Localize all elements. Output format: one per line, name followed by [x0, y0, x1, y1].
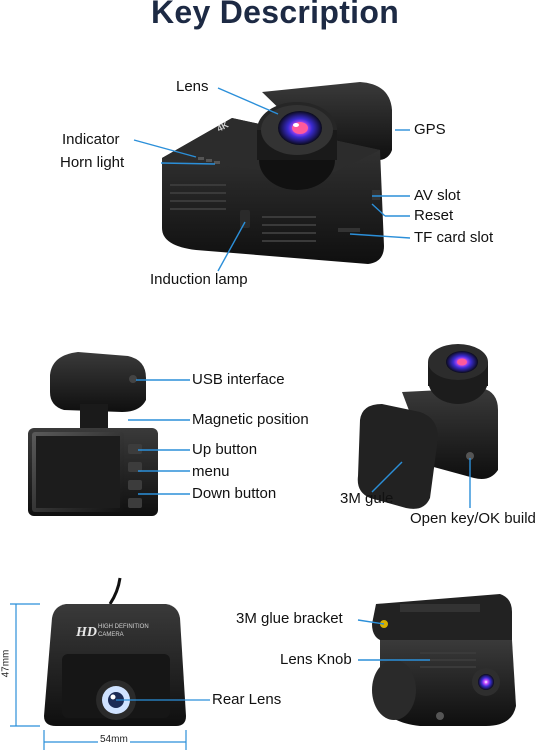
side-leader-lines: [128, 379, 190, 495]
front-dashcam: [162, 82, 392, 264]
label-rear-lens: Rear Lens: [212, 691, 282, 708]
mount-leader-lines: [371, 458, 471, 508]
rear-branding-line1: HIGH DEFINITION: [98, 624, 149, 630]
label-indicator: Indicator: [62, 131, 120, 148]
page-title: Key Description: [150, 0, 400, 30]
dimension-width: 54mm: [98, 734, 130, 745]
label-gps: GPS: [414, 121, 446, 138]
label-up-button: Up button: [192, 441, 258, 458]
rear-branding-line2: CAMERA: [98, 632, 124, 638]
label-magnetic-position: Magnetic position: [192, 411, 309, 428]
label-induction-lamp: Induction lamp: [150, 271, 248, 288]
side-dashcam: [28, 352, 158, 516]
label-open-key: Open key/OK build: [410, 510, 536, 527]
rear-hd-logo: HD: [75, 625, 97, 640]
bracket-leader-lines: [357, 619, 430, 661]
bracket-camera: [372, 594, 516, 726]
label-usb-interface: USB interface: [192, 371, 285, 388]
label-av-slot: AV slot: [414, 187, 461, 204]
label-menu: menu: [192, 463, 230, 480]
device-4k-marking: 4K: [215, 119, 230, 133]
label-3m-gule: 3M gule: [340, 490, 394, 507]
label-down-button: Down button: [192, 485, 277, 502]
label-3m-glue-bracket: 3M glue bracket: [236, 610, 343, 627]
front-leader-lines: [133, 87, 411, 272]
label-tf-card-slot: TF card slot: [414, 229, 494, 246]
dimension-height: 47mm: [0, 649, 12, 678]
rear-camera: [44, 577, 186, 726]
label-horn-light: Horn light: [60, 154, 125, 171]
label-lens-knob: Lens Knob: [280, 651, 352, 668]
mount-dashcam: [357, 344, 498, 509]
label-lens: Lens: [176, 78, 209, 95]
label-reset: Reset: [414, 207, 454, 224]
